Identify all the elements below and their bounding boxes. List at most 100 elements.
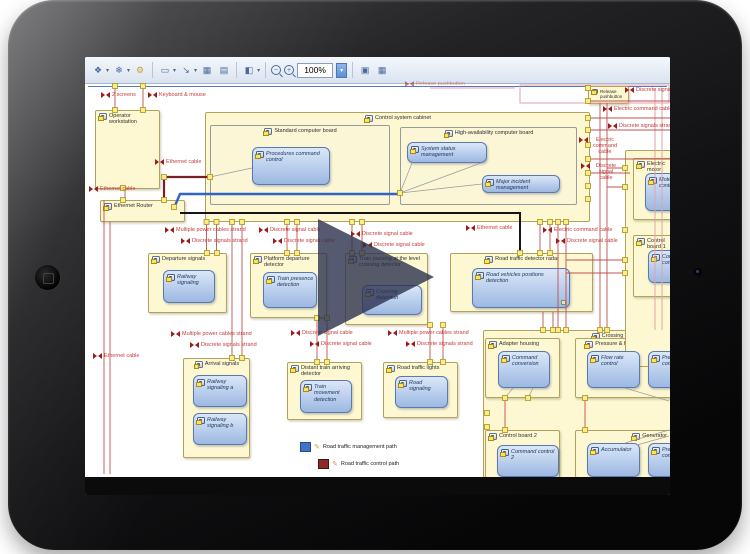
component-icon [636,238,645,246]
front-camera [694,268,702,276]
function-icon [255,151,264,159]
block-title: Distant train arriving detector [301,365,350,378]
function-title: Road vehicles positions detection [486,272,544,285]
cable-label: Ethernet cable [89,186,135,193]
layout-tool-icon[interactable]: ❄ [115,64,123,75]
function-icon [651,355,660,363]
chevron-down-icon[interactable]: ▾ [106,67,110,74]
allocation-icon [561,300,566,305]
block-ethernet-router[interactable]: Ethernet Router [100,200,185,222]
wrench-tool-icon[interactable]: ⚙ [135,64,145,75]
home-button[interactable] [34,264,61,291]
cable-label: Release pushbutton [405,81,465,88]
connector-tool-icon[interactable]: ↘ [182,64,190,75]
block-title: Road traffic detector radar [495,256,559,262]
function-train-presence-detection[interactable]: Train presence detection [263,272,317,308]
zoom-out-icon[interactable]: − [271,65,282,75]
function-pressure-control[interactable]: Pressure control [648,351,670,388]
block-title: Control board 2 [499,433,537,439]
function-title: Train movement detection [314,384,340,403]
toolbar-separator [265,62,267,78]
physical-link-icon [351,231,360,238]
function-title: Pressure control [662,447,670,460]
block-high-availability-computer-board[interactable]: High-availability computer board [400,127,577,205]
function-command-control-1[interactable]: Command control 1 [648,250,670,283]
cable-label: 2 screens [101,92,136,99]
function-system-status-management[interactable]: System status management [407,142,487,163]
cable-label: Discrete signal cable [351,231,413,238]
chevron-down-icon[interactable]: ▾ [127,67,131,74]
component-icon [631,433,641,441]
function-railway-signaling[interactable]: Railway signaling [163,270,215,303]
function-flow-rate-control[interactable]: Flow rate control [587,351,640,388]
physical-link-icon [466,225,475,232]
block-title: Road traffic lights [397,365,440,371]
block-operator-workstation[interactable]: Operator workstation [95,110,160,189]
physical-link-icon [625,87,634,94]
function-major-incident-management[interactable]: Major incident management [482,175,560,193]
paint-tool-icon[interactable]: ◧ [244,64,254,75]
physical-link-icon [579,137,588,144]
function-title: Command conversion [512,355,539,368]
function-railway-signaling-a[interactable]: Railway signaling a [193,375,247,407]
zoom-level-input[interactable] [297,62,334,78]
function-procedures-command-control[interactable]: Procedures command control [252,147,330,185]
zoom-dropdown-button[interactable]: ▾ [336,62,348,78]
physical-link-icon [93,353,102,360]
table-icon[interactable]: ▦ [202,64,212,75]
select-tool-icon[interactable]: ❖ [93,64,103,75]
export-image-icon[interactable]: ▣ [360,64,370,75]
cable-label: Multiple power cables strand [165,227,246,234]
physical-link-icon [155,159,164,166]
component-icon [386,365,395,373]
function-railway-signaling-b[interactable]: Railway signaling b [193,413,247,445]
function-pressure-control-2[interactable]: Pressure control [648,443,670,477]
toolbar-separator [152,62,154,78]
physical-link-icon [556,238,565,245]
function-title: Railway signaling b [207,417,234,430]
diagram-icon[interactable]: ▤ [219,64,229,75]
function-icon [485,179,494,187]
block-title: Departure signals [162,256,206,262]
component-icon [364,115,374,123]
cable-label: Keyboard & mouse [148,92,206,99]
component-icon [103,203,112,211]
function-motion-control[interactable]: Motion control [645,173,670,211]
cable-label: Discrete signals strand [181,238,248,245]
cable-label: Discrete signal cable [625,87,670,94]
block-title: Ethernet Router [114,203,153,209]
chevron-down-icon[interactable]: ▾ [257,67,261,74]
cable-label: Ethernet cable [155,159,201,166]
cable-label: Discrete signals strand [406,341,473,348]
cable-label: Discrete signal cable [291,330,353,337]
chevron-down-icon[interactable]: ▾ [194,67,198,74]
shape-tool-icon[interactable]: ▭ [160,64,170,75]
function-title: Railway signaling [177,274,199,287]
canvas-top-edge [88,86,667,87]
grid-toggle-icon[interactable]: ▦ [377,64,387,75]
function-command-control-2[interactable]: Command control 2 [497,445,559,477]
physical-link-icon [165,227,174,234]
function-icon [500,449,509,457]
function-command-conversion[interactable]: Command conversion [498,351,550,388]
function-road-signaling[interactable]: Road signaling [395,376,448,408]
function-train-movement-detection[interactable]: Train movement detection [300,380,352,413]
function-accumulator[interactable]: Accumulator [587,443,640,477]
component-icon [636,161,645,169]
block-title: Platform departure detector [264,256,310,269]
legend-item-control-path: ✎ Road traffic control path [318,459,399,469]
physical-link-icon [89,186,98,193]
chevron-down-icon[interactable]: ▾ [173,67,177,74]
play-button[interactable] [318,219,435,336]
legend-color-chip [318,459,329,469]
function-road-vehicles-positions-detection[interactable]: Road vehicles positions detection [472,268,570,308]
physical-link-icon [171,331,180,338]
block-release-pushbutton[interactable]: Release pushbutton [588,86,629,104]
cable-label: Discrete signal cable [556,238,618,245]
legend-label: Road traffic control path [340,461,400,467]
cable-label: Discrete signals strand [190,342,257,349]
zoom-in-icon[interactable]: + [284,65,295,75]
component-icon [253,256,262,264]
block-title: Standard computer board [274,128,337,134]
